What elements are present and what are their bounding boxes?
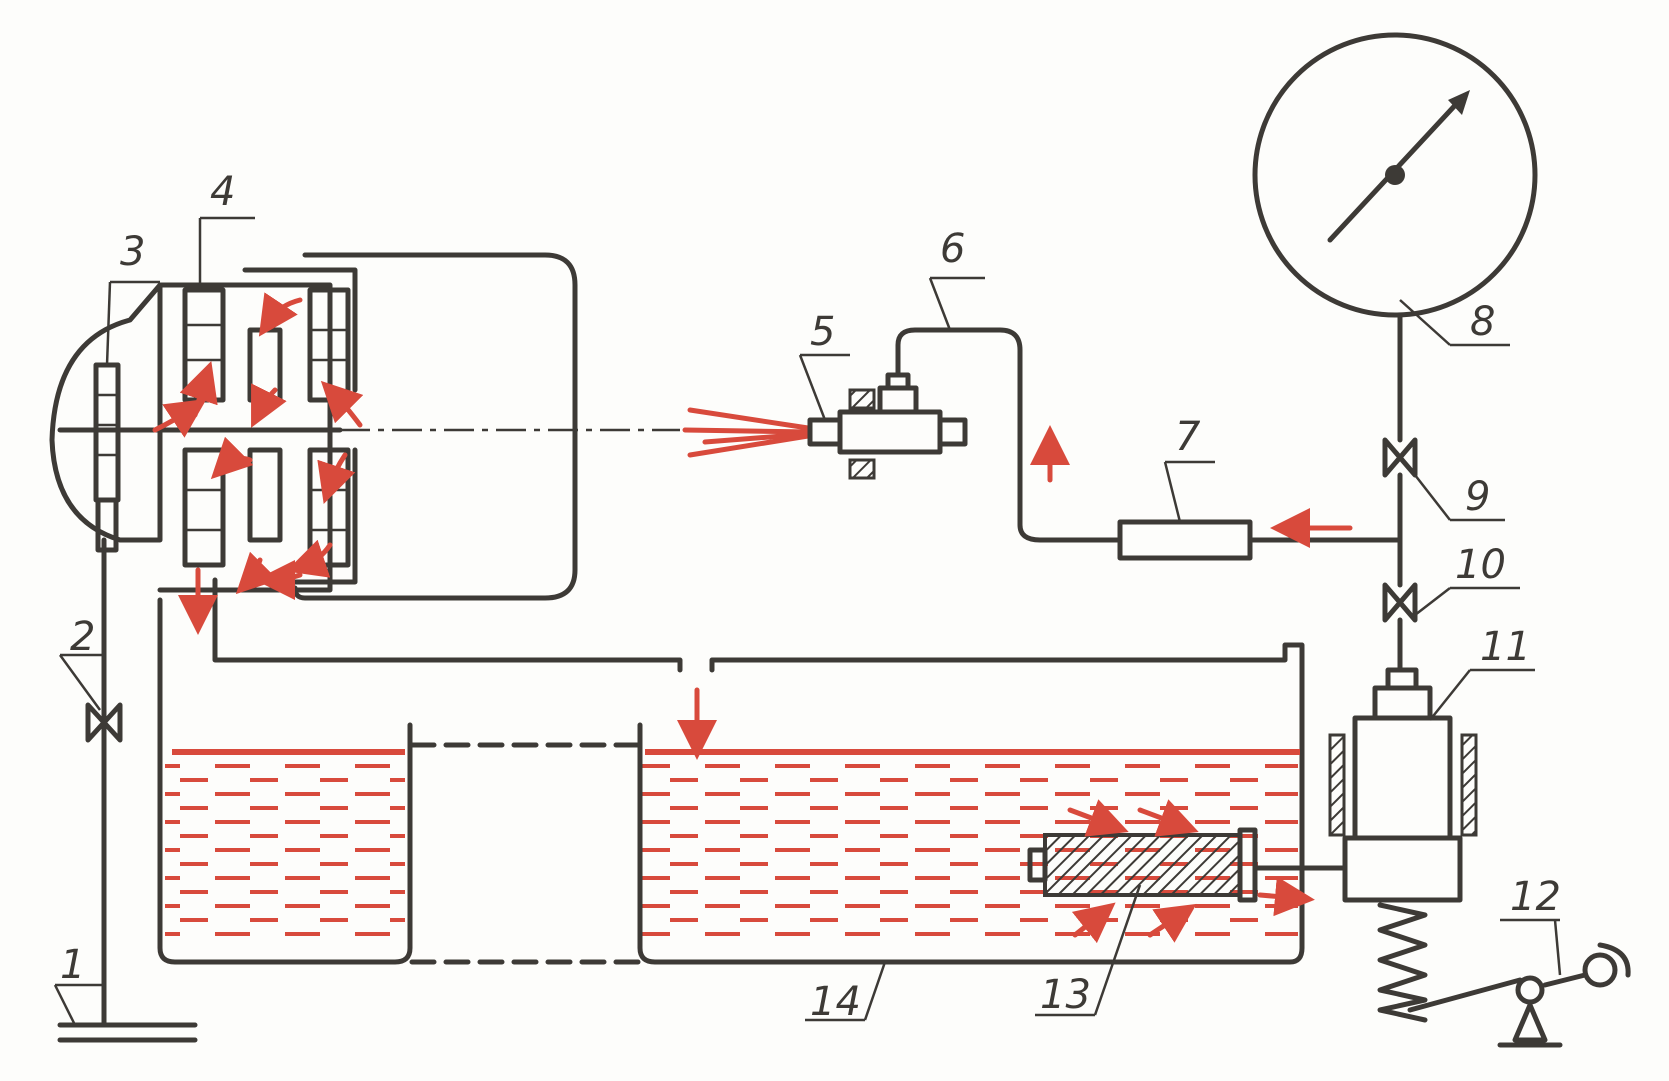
label-7: 7	[1163, 414, 1215, 523]
svg-text:12: 12	[1510, 874, 1561, 920]
chamber-flow-arrows	[152, 292, 364, 635]
svg-text:11: 11	[1480, 624, 1531, 670]
valve-10	[1382, 582, 1418, 673]
part-13-suction-filter	[1027, 827, 1348, 903]
label-14: 14	[805, 961, 887, 1025]
label-2: 2	[58, 614, 105, 711]
label-11: 11	[1429, 624, 1535, 721]
part-6-pipe	[895, 327, 1123, 543]
part-8-pressure-gauge	[1252, 32, 1538, 443]
svg-text:14: 14	[810, 979, 861, 1025]
svg-text:9: 9	[1465, 474, 1490, 520]
label-10: 10	[1414, 542, 1520, 616]
label-13: 13	[1035, 884, 1142, 1018]
valve-9	[1382, 437, 1418, 588]
stand-post	[57, 537, 198, 1043]
label-12: 12	[1500, 874, 1562, 976]
part-3-nozzle-holder	[93, 362, 121, 553]
svg-text:8: 8	[1470, 299, 1495, 345]
svg-text:10: 10	[1455, 542, 1506, 588]
valve-2	[85, 702, 123, 743]
spray-jet	[682, 407, 813, 458]
label-3: 3	[105, 229, 160, 366]
label-4: 4	[198, 169, 255, 290]
part-7-filter	[1117, 519, 1403, 561]
svg-text:6: 6	[940, 226, 965, 272]
label-9: 9	[1414, 474, 1505, 522]
spray-chamber-housing	[212, 252, 1305, 763]
svg-text:4: 4	[210, 169, 235, 215]
filter-flow-arrows	[1067, 799, 1315, 944]
svg-text:13: 13	[1040, 972, 1091, 1018]
label-8: 8	[1399, 299, 1510, 347]
svg-text:3: 3	[120, 229, 145, 275]
label-1: 1	[53, 942, 105, 1026]
part-11-pump	[1287, 667, 1478, 1023]
label-5: 5	[798, 309, 850, 421]
part-12-lever	[1407, 942, 1631, 1048]
part-5-nozzle	[807, 372, 968, 480]
part-14-tank	[157, 597, 1305, 965]
label-6: 6	[928, 226, 985, 331]
svg-text:2: 2	[70, 614, 95, 660]
svg-text:7: 7	[1175, 414, 1201, 460]
svg-text:5: 5	[810, 309, 835, 355]
svg-text:1: 1	[60, 942, 85, 988]
chamber-discs	[57, 287, 680, 568]
